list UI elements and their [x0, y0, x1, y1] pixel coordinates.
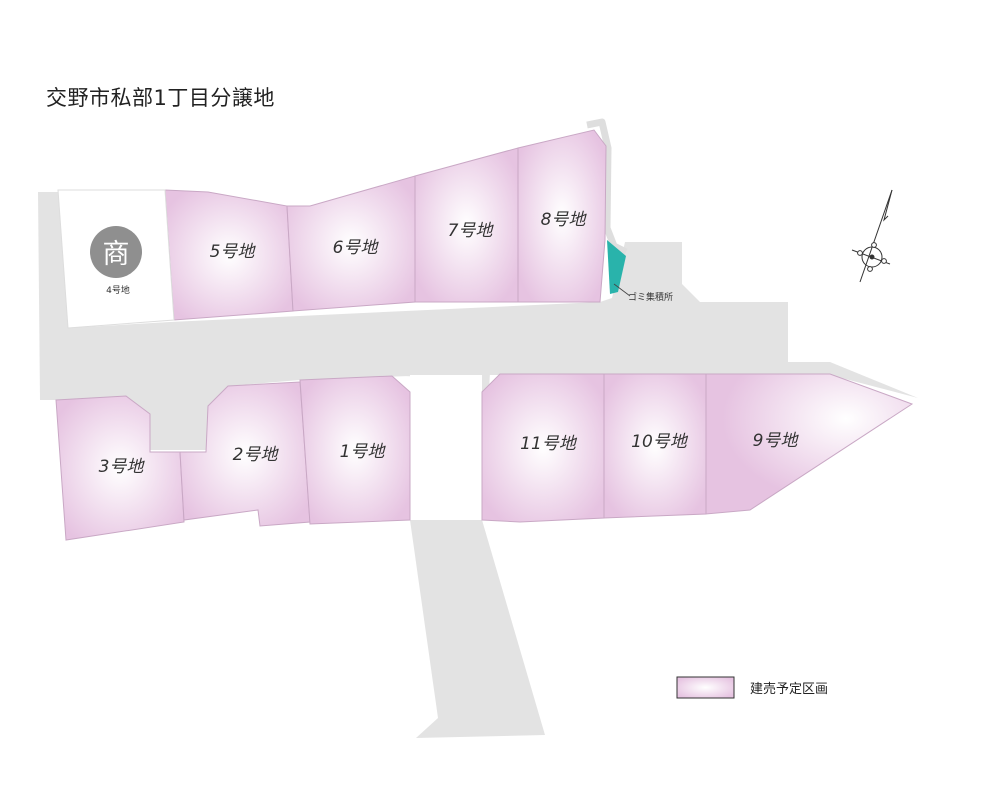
commercial-badge-label: 商 — [103, 239, 130, 270]
garbage-label: ゴミ集積所 — [628, 291, 673, 303]
lot-4-label: 4号地 — [106, 284, 130, 296]
lot-9-label: 9号地 — [753, 431, 800, 451]
legend-swatch — [676, 676, 735, 699]
lot-5-label: 5号地 — [210, 242, 257, 262]
commercial-badge — [90, 226, 142, 278]
lot-3[interactable] — [55, 395, 185, 541]
lot-8[interactable] — [517, 129, 607, 303]
lot-9[interactable] — [705, 373, 914, 515]
lots — [55, 129, 914, 541]
roads — [38, 118, 918, 738]
lot-6-label: 6号地 — [333, 238, 380, 258]
legend-label: 建売予定区画 — [750, 681, 828, 697]
lot-2[interactable] — [179, 381, 311, 527]
lot-2-label: 2号地 — [233, 445, 280, 465]
lot-8-label: 8号地 — [541, 210, 588, 230]
lot-10-label: 10号地 — [631, 432, 689, 452]
lot-11-label: 11号地 — [520, 434, 578, 454]
narrow-path — [586, 118, 628, 256]
lot-3-label: 3号地 — [99, 457, 146, 477]
legend: 建売予定区画 — [676, 676, 828, 699]
lot-1-label: 1号地 — [340, 442, 387, 462]
side-road — [38, 192, 56, 400]
page-title: 交野市私部1丁目分譲地 — [46, 86, 275, 110]
main-road — [38, 192, 918, 738]
garbage-area — [607, 240, 626, 294]
lot-7-label: 7号地 — [448, 221, 495, 241]
lot-1[interactable] — [299, 375, 411, 525]
north-arrow-icon — [851, 189, 893, 283]
lot-labels: 5号地 6号地 7号地 8号地 4号地 3号地 2号地 1号地 11号地 10号… — [99, 210, 800, 477]
garbage-leader-line — [613, 283, 631, 297]
